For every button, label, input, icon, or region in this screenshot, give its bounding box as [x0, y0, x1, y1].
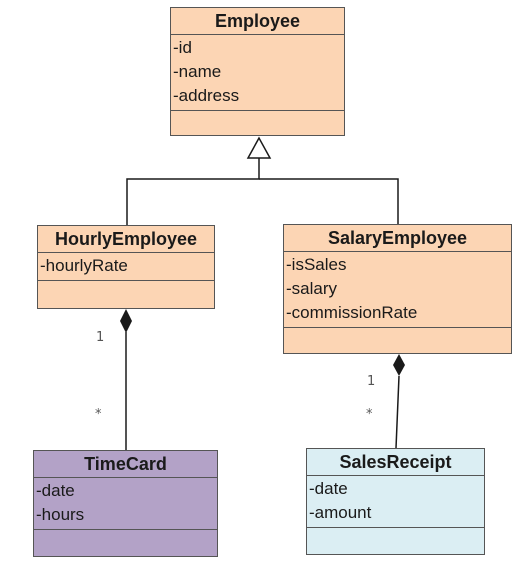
attribute: -name: [173, 62, 222, 81]
composition-diamond: [393, 354, 405, 376]
class-name: SalesReceipt: [307, 449, 484, 476]
operations: [171, 111, 344, 135]
class-salary-employee: SalaryEmployee -isSales -salary -commiss…: [283, 224, 512, 354]
attributes: -hourlyRate: [38, 253, 214, 281]
class-name: SalaryEmployee: [284, 225, 511, 252]
multiplicity-label: *: [95, 407, 102, 422]
generalization-line: [259, 178, 399, 224]
attributes: -date -hours: [34, 478, 217, 530]
class-name: TimeCard: [34, 451, 217, 478]
multiplicity-label: 1: [96, 330, 105, 345]
attributes: -id -name -address: [171, 35, 344, 111]
attribute: -isSales: [286, 255, 347, 274]
class-time-card: TimeCard -date -hours: [33, 450, 218, 557]
operations: [284, 328, 511, 353]
attribute: -hourlyRate: [40, 256, 128, 275]
class-name: Employee: [171, 8, 344, 35]
multiplicity-label: *: [366, 407, 373, 422]
multiplicity-label: 1: [367, 374, 376, 389]
class-name: HourlyEmployee: [38, 226, 214, 253]
class-sales-receipt: SalesReceipt -date -amount: [306, 448, 485, 555]
operations: [38, 281, 214, 308]
composition-diamond: [120, 309, 132, 333]
attribute: -address: [173, 86, 240, 105]
class-employee: Employee -id -name -address: [170, 7, 345, 136]
class-hourly-employee: HourlyEmployee -hourlyRate: [37, 225, 215, 309]
attributes: -isSales -salary -commissionRate: [284, 252, 511, 328]
attribute: -amount: [309, 503, 372, 522]
operations: [307, 528, 484, 554]
attribute: -commissionRate: [286, 303, 418, 322]
inheritance-arrowhead: [246, 136, 272, 159]
generalization-line: [126, 158, 260, 225]
attribute: -date: [36, 481, 75, 500]
operations: [34, 530, 217, 556]
attributes: -date -amount: [307, 476, 484, 528]
composition-line: [395, 375, 400, 449]
attribute: -id: [173, 38, 192, 57]
attribute: -hours: [36, 505, 85, 524]
attribute: -date: [309, 479, 348, 498]
attribute: -salary: [286, 279, 338, 298]
